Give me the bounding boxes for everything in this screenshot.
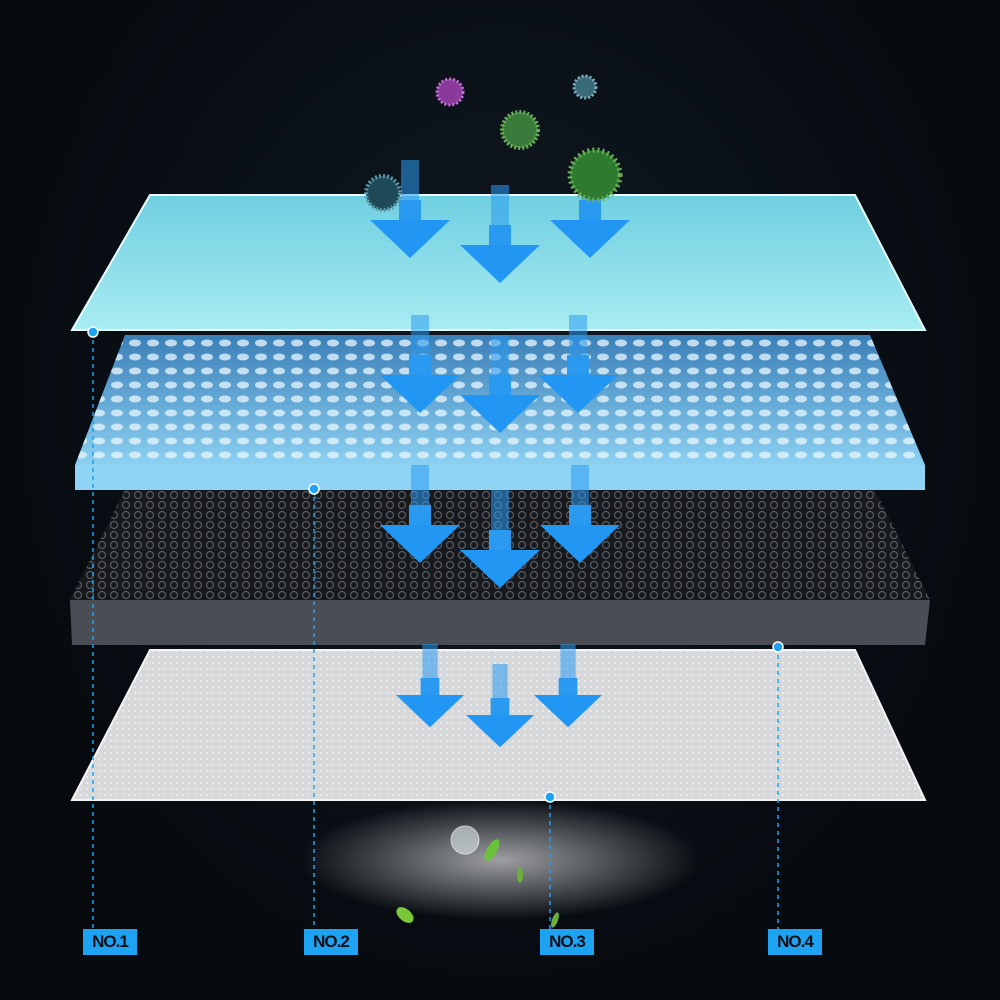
label-no3: NO.3	[540, 929, 594, 955]
fresh-air-icons	[396, 825, 559, 928]
virus-icons	[364, 74, 623, 212]
label-no1: NO.1	[83, 929, 137, 955]
label-no2: NO.2	[304, 929, 358, 955]
callout-dots	[87, 326, 784, 803]
label-no4: NO.4	[768, 929, 822, 955]
callout-lines	[92, 332, 779, 929]
